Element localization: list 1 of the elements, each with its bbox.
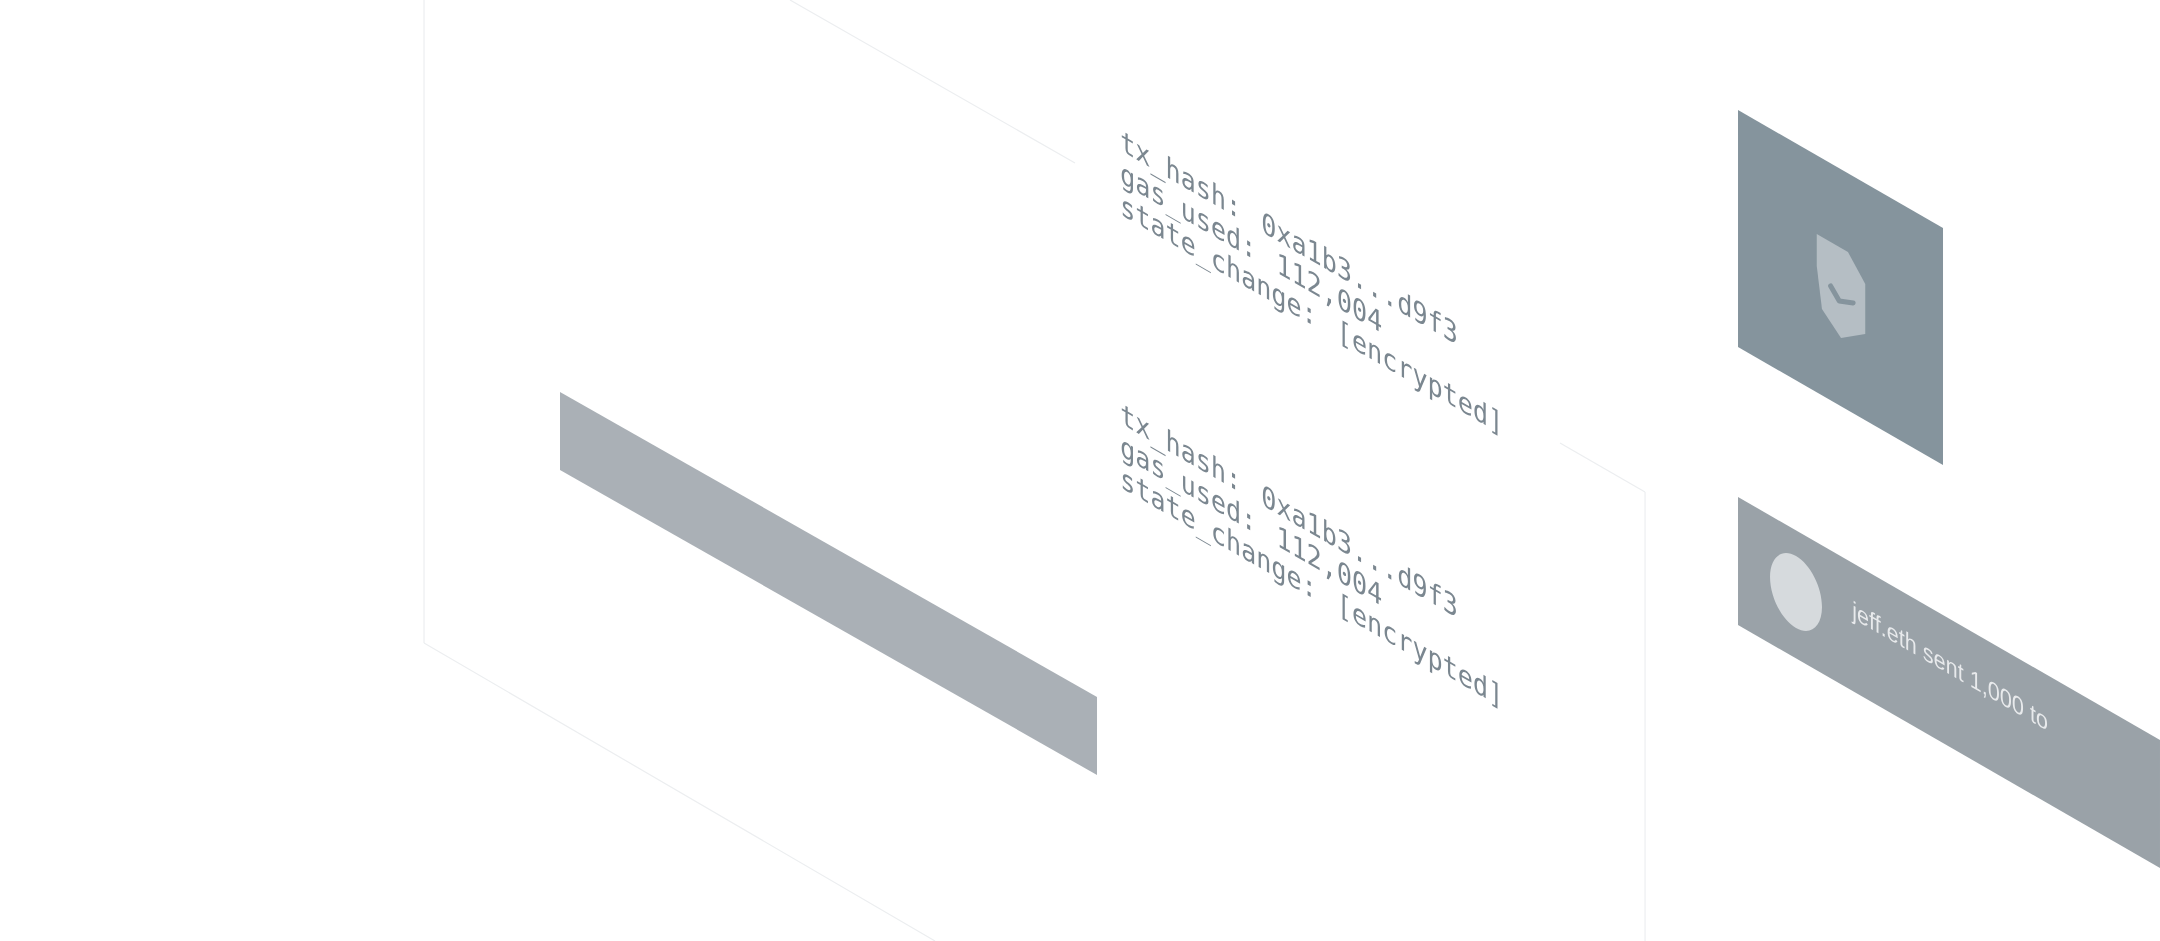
blurred-bar	[560, 392, 1097, 775]
